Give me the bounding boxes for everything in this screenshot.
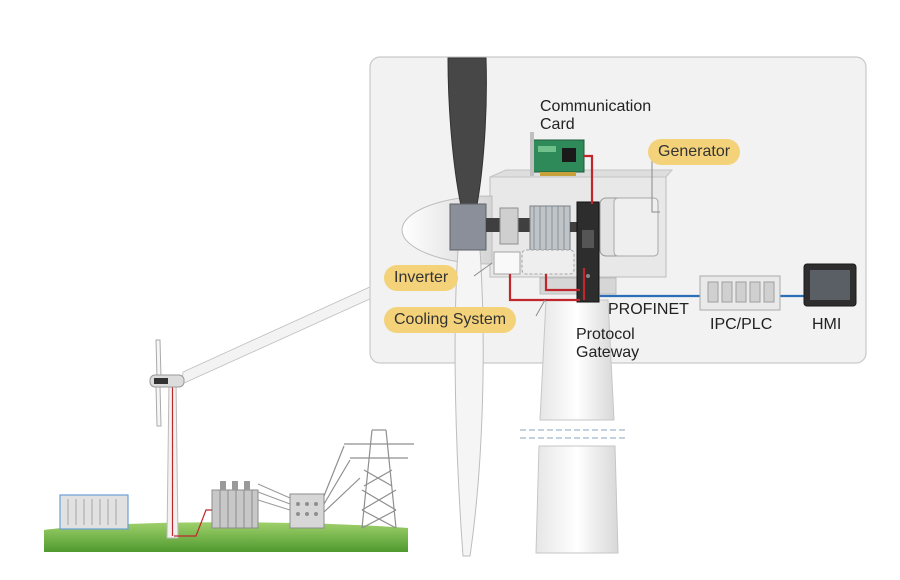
small-turbine xyxy=(149,339,185,539)
inverter-unit xyxy=(493,249,575,275)
protocol-gateway-label-line1: Protocol xyxy=(576,326,635,343)
communication-card-label-line2: Card xyxy=(540,116,575,133)
ipc-plc-device xyxy=(699,275,781,311)
communication-card-label-line1: Communication xyxy=(540,98,652,115)
tower-large xyxy=(520,299,625,554)
protocol-gateway-device xyxy=(576,201,600,303)
zoom-callout xyxy=(181,285,373,385)
transformer xyxy=(174,481,259,537)
switchgear xyxy=(257,483,325,529)
profinet-label: PROFINET xyxy=(608,301,689,318)
ipc-plc-label: IPC/PLC xyxy=(710,316,773,333)
hmi-label: HMI xyxy=(812,316,842,333)
container-building xyxy=(59,494,129,530)
protocol-gateway-label-line2: Gateway xyxy=(576,344,640,361)
cooling-system-label: Cooling System xyxy=(384,307,517,333)
generator-unit xyxy=(599,197,659,257)
communication-card-label: Communication Card xyxy=(540,98,651,134)
signal-wires xyxy=(508,154,594,302)
inverter-label: Inverter xyxy=(384,265,459,291)
ground xyxy=(44,522,408,552)
drive-train xyxy=(449,203,584,251)
transmission-tower xyxy=(323,429,414,529)
communication-card-device xyxy=(530,132,585,176)
hmi-device xyxy=(803,263,857,307)
protocol-gateway-label: Protocol Gateway xyxy=(576,326,639,362)
generator-label: Generator xyxy=(648,139,741,165)
